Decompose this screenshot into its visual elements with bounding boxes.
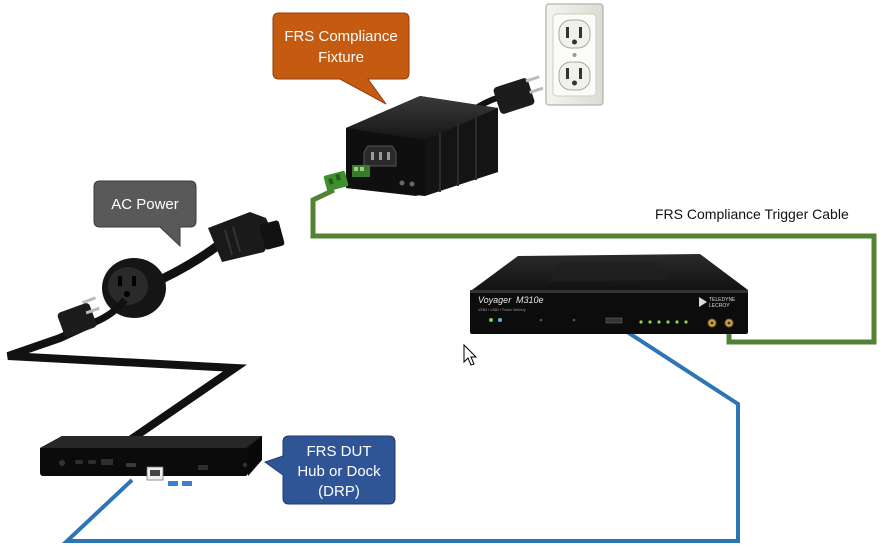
voyager-analyzer: Voyager M310e USB3 / USB2 / Power Delive… — [470, 254, 748, 334]
callout-fixture-line2: Fixture — [318, 49, 364, 66]
brand-line2: LECROY — [709, 303, 730, 309]
iec-power-plug — [208, 212, 285, 262]
trigger-terminal-block — [352, 165, 370, 177]
analyzer-led-power — [489, 318, 493, 322]
wall-outlet — [545, 3, 604, 106]
trigger-cable-label: FRS Compliance Trigger Cable — [655, 206, 849, 222]
callout-dut-line1: FRS DUT — [307, 443, 372, 460]
analyzer-model-prefix: Voyager — [478, 295, 512, 305]
usb-cable — [61, 324, 740, 543]
ac-power-adapter — [57, 212, 285, 337]
analyzer-model: M310e — [516, 295, 544, 305]
mouse-cursor-icon — [463, 343, 478, 366]
dut-hub-dock — [40, 436, 262, 486]
ac-wall-plug — [57, 296, 128, 337]
dock-ports — [59, 459, 248, 486]
analyzer-led-status — [498, 318, 502, 322]
callout-fixture: FRS Compliance Fixture — [272, 12, 410, 105]
teledyne-lecroy-logo: TELEDYNE LECROY — [699, 297, 736, 309]
sma-connector — [707, 318, 734, 328]
analyzer-led-row — [639, 320, 688, 324]
callout-dut-line2: Hub or Dock — [297, 463, 381, 480]
callout-ac-power-line1: AC Power — [111, 196, 179, 213]
outlet-socket-top — [558, 19, 591, 49]
callout-dut-line3: (DRP) — [318, 483, 360, 500]
trigger-connector-plug — [323, 170, 349, 192]
power-cable — [6, 318, 247, 444]
analyzer-subtitle: USB3 / USB2 / Power Delivery — [478, 308, 526, 312]
callout-dut: FRS DUT Hub or Dock (DRP) — [263, 435, 396, 505]
callout-fixture-line1: FRS Compliance — [284, 28, 397, 45]
brand-line1: TELEDYNE — [709, 297, 736, 303]
frs-compliance-fixture — [346, 96, 498, 196]
iec-inlet-icon — [363, 145, 397, 167]
trigger-cable — [310, 187, 877, 345]
callout-ac-power: AC Power — [93, 180, 197, 248]
outlet-socket-bottom — [558, 61, 591, 91]
analyzer-usb-port — [605, 317, 623, 324]
